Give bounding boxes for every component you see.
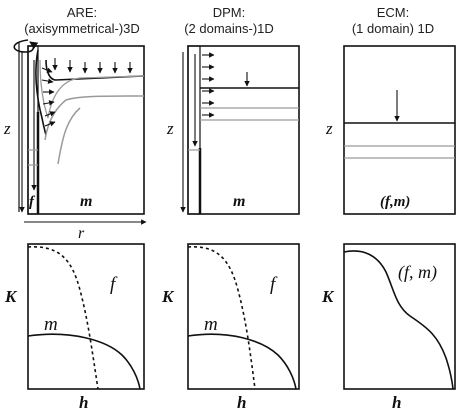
are-z-label: z <box>3 119 11 138</box>
are-h-label: h <box>79 393 88 411</box>
are-domain-diagram: z f m r <box>3 39 147 242</box>
dpm-k-label: K <box>161 287 175 306</box>
ecm-fm-label: (f,m) <box>380 194 410 210</box>
panel3-title-line1: ECM: <box>377 5 410 20</box>
dpm-kh-graph: f m K h <box>161 243 300 411</box>
ecm-z-label: z <box>325 119 333 138</box>
are-kh-graph: f m K h <box>4 243 145 411</box>
panel2-title-line2: (2 domains-)1D <box>184 21 274 36</box>
ecm-domain-diagram: z (f,m) <box>325 45 456 215</box>
panel2-title-line1: DPM: <box>213 5 246 20</box>
ecm-k-label: K <box>321 287 335 306</box>
flow-arrow-icon <box>31 58 133 191</box>
dpm-domain-diagram: z m <box>166 45 300 215</box>
panel1-title-line2: (axisymmetrical-)3D <box>24 21 140 36</box>
dpm-h-label: h <box>237 393 246 411</box>
dpm-curve-f <box>187 246 256 390</box>
flow-arrow-icon <box>202 52 215 118</box>
are-front-black <box>35 49 144 136</box>
are-curve-m <box>27 333 141 390</box>
ecm-curve-fm-label: (f, m) <box>398 262 437 283</box>
panel3-title-line2: (1 domain) 1D <box>352 21 434 36</box>
dpm-domain-box <box>187 45 300 215</box>
are-curve-f <box>27 246 99 390</box>
are-m-label: m <box>80 193 92 210</box>
are-k-label: K <box>4 287 18 306</box>
are-front-grey-outer <box>39 59 145 119</box>
dpm-curve-f-label: f <box>270 274 278 295</box>
ecm-h-label: h <box>392 393 401 411</box>
are-curve-f-label: f <box>110 274 118 295</box>
are-f-label: f <box>29 194 36 210</box>
ecm-domain-box <box>343 45 456 215</box>
are-front-grey-inner <box>44 95 145 165</box>
are-curve-m-label: m <box>44 314 58 335</box>
ecm-curve-fm <box>343 250 454 390</box>
panel1-title-line1: ARE: <box>67 5 97 20</box>
dpm-m-label: m <box>233 193 245 210</box>
dpm-curve-m <box>187 333 297 390</box>
dpm-fracture-strip <box>187 45 201 215</box>
are-r-label: r <box>78 225 85 242</box>
dpm-curve-m-label: m <box>204 314 218 335</box>
ecm-kh-graph: (f, m) K h <box>321 243 456 411</box>
dpm-z-label: z <box>166 119 174 138</box>
